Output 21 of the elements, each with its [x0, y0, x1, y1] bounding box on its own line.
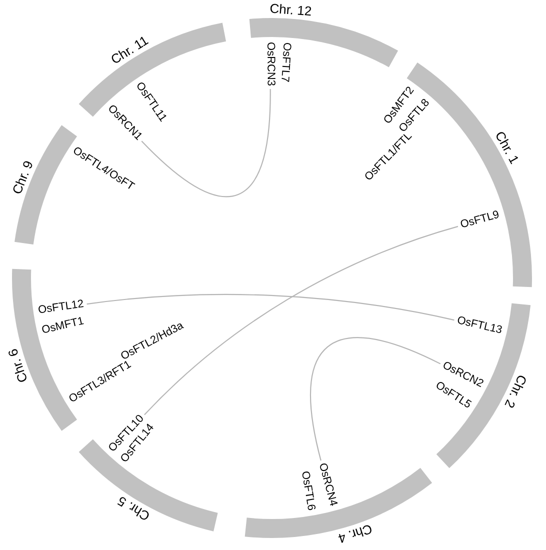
link-curve [141, 89, 271, 198]
chromosome-label: Chr. 4 [336, 522, 374, 546]
link-curve [310, 337, 441, 461]
chromosome-label: Chr. 11 [108, 34, 150, 66]
chromosome-label: Chr. 1 [493, 129, 522, 166]
chromosome-label: Chr. 5 [115, 494, 152, 524]
gene-label: OsFTL12 [38, 299, 84, 316]
gene-label: OsFTL7 [278, 42, 292, 82]
gene-label: OsMFT1 [40, 316, 85, 336]
link-curve [144, 226, 458, 416]
chromosome-label: Chr. 6 [6, 347, 30, 384]
link-curve [86, 294, 454, 321]
chromosome-label: Chr. 9 [10, 158, 36, 196]
gene-label: OsFTL6 [298, 470, 316, 512]
chromosome-label: Chr. 12 [269, 2, 312, 18]
gene-label: OsRCN4 [316, 462, 338, 508]
chromosome-band [436, 303, 531, 468]
gene-label: OsRCN3 [264, 42, 276, 86]
gene-label: OsFTL13 [456, 315, 504, 336]
gene-label: OsFTL9 [459, 210, 501, 231]
chromosome-label: Chr. 2 [502, 373, 530, 410]
